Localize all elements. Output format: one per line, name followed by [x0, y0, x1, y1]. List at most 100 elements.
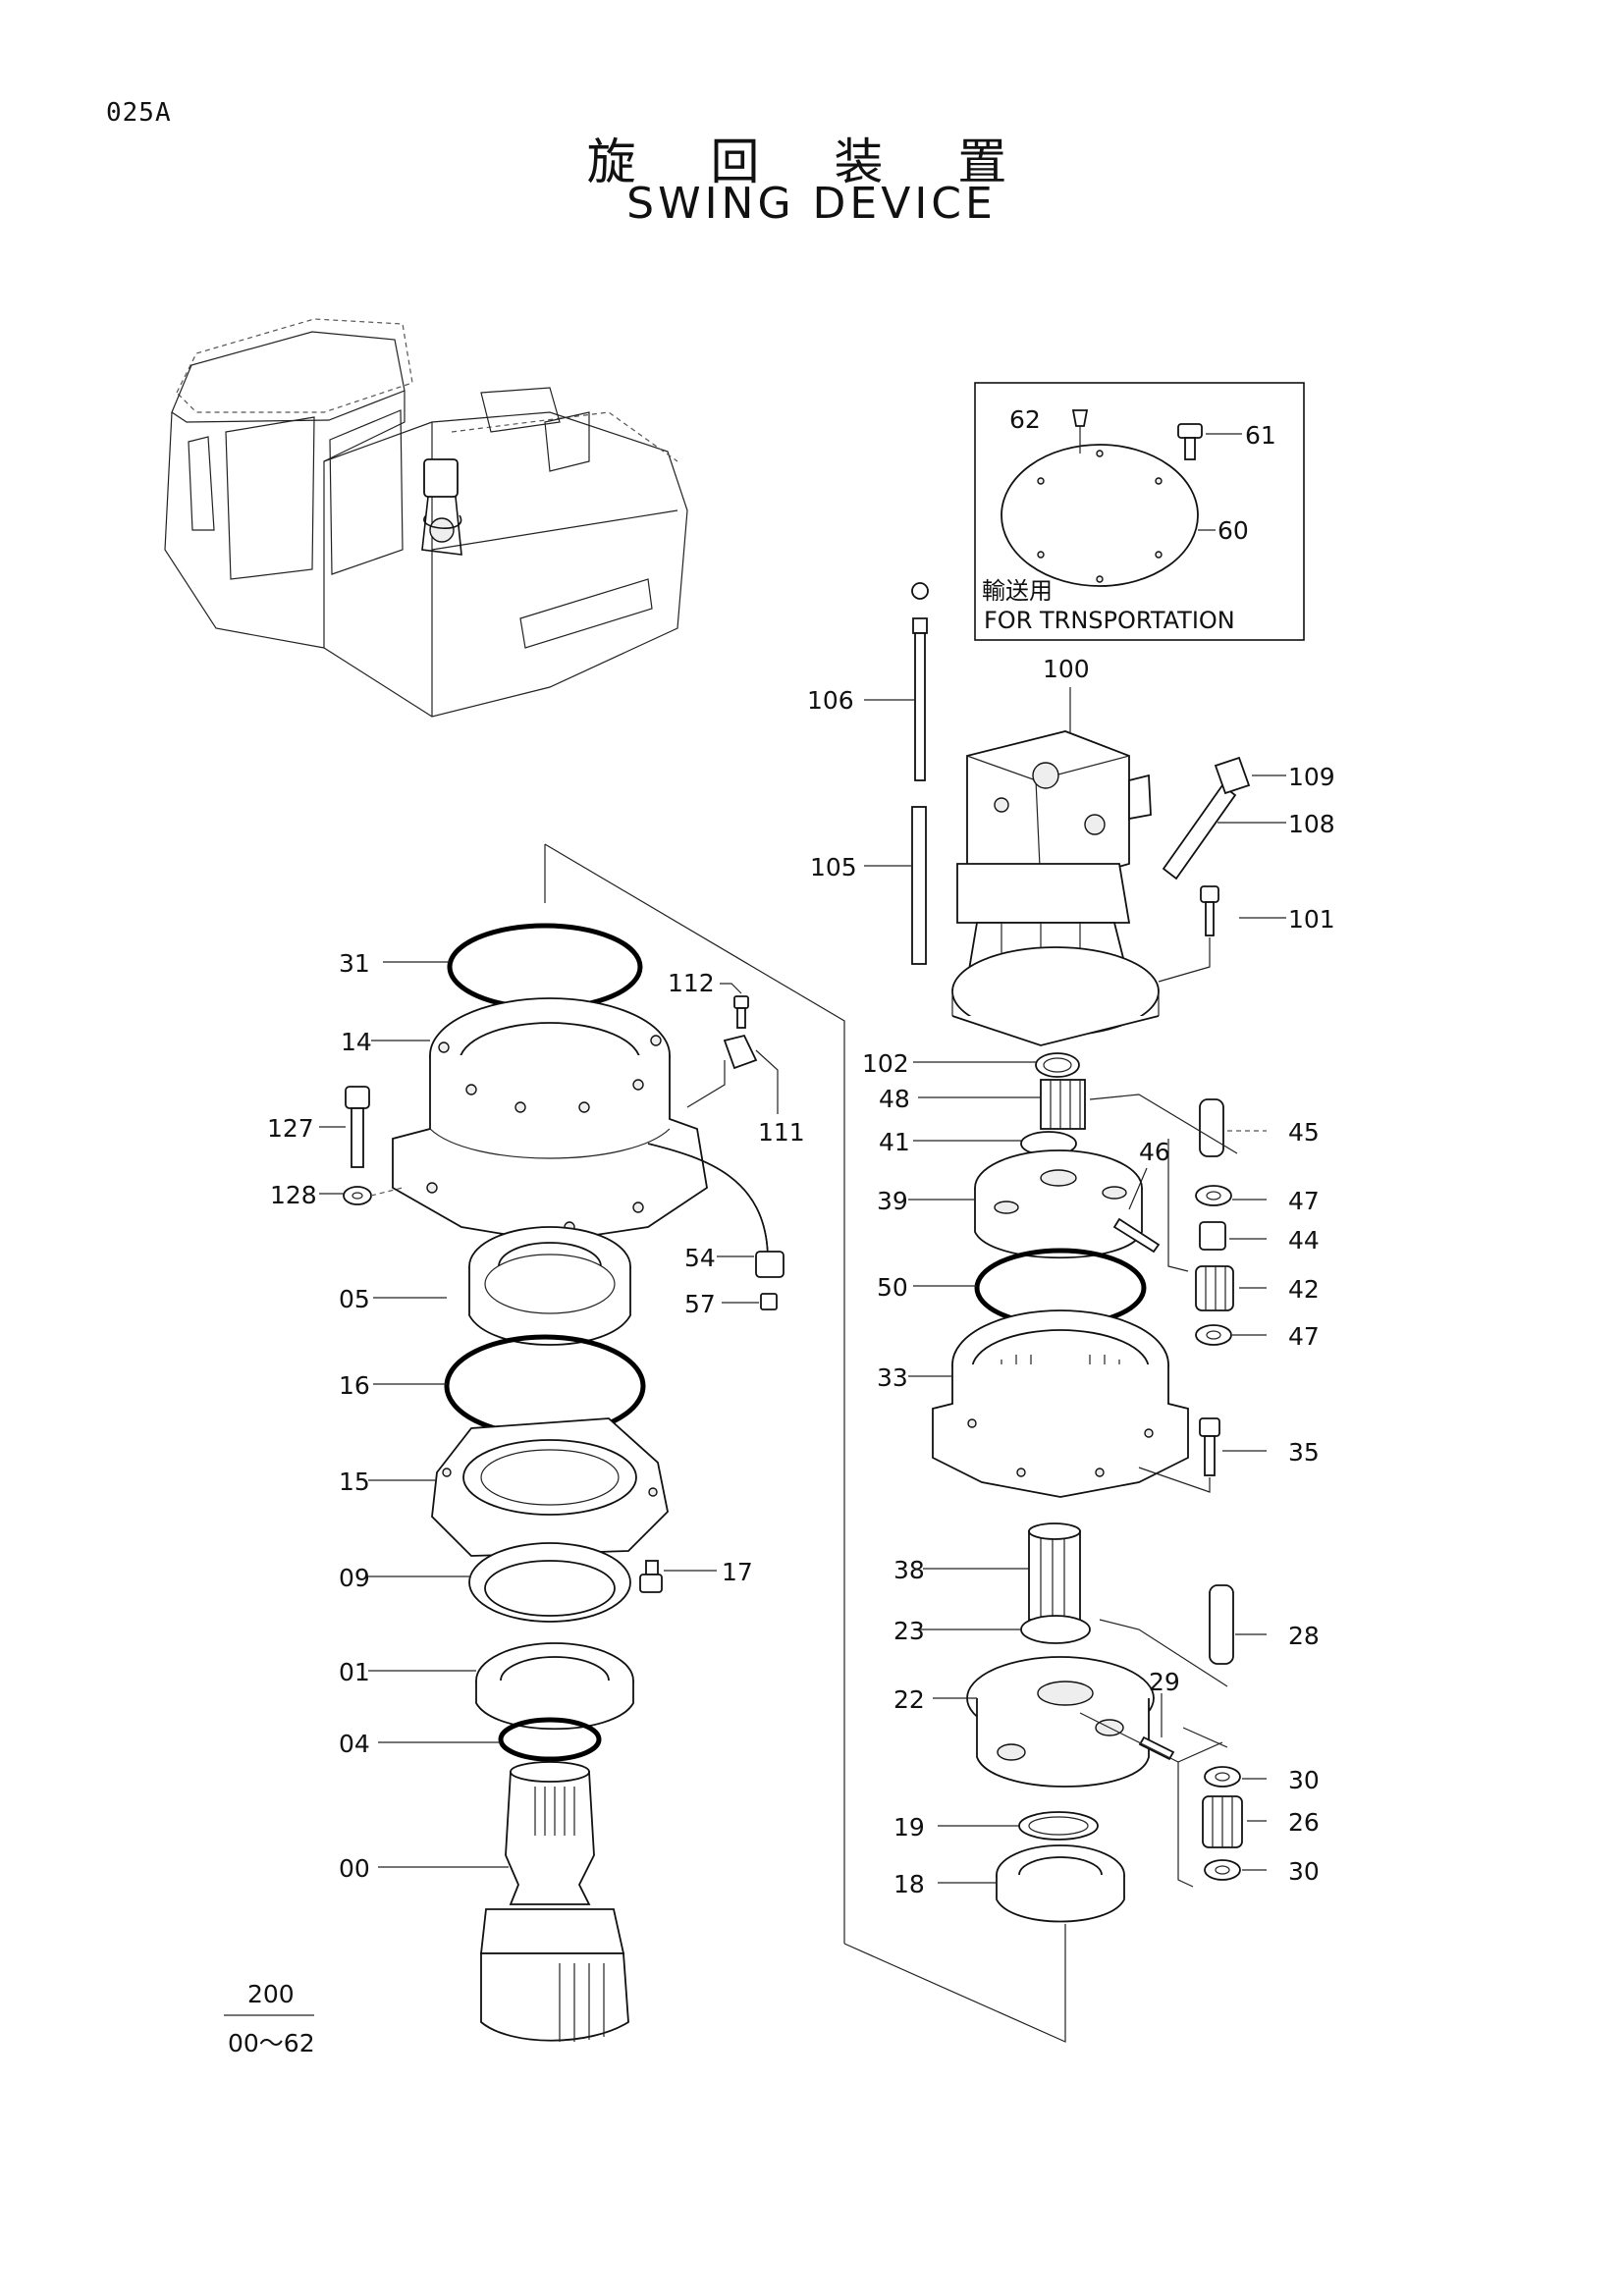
bolt-127 — [319, 1086, 370, 1168]
swing-device-location-marker — [421, 458, 462, 556]
pin-45 — [1199, 1098, 1267, 1157]
assembly-range: 00～62 — [228, 2029, 315, 2057]
bracket-111 — [686, 1034, 779, 1114]
thrust-washer-30-lower — [1204, 1859, 1267, 1881]
excavator-locator-illustration — [164, 318, 688, 718]
callout-04: 04 — [339, 1730, 370, 1758]
assembly-reference: 200 00～62 — [224, 1980, 315, 2057]
callout-30-lower: 30 — [1288, 1857, 1320, 1886]
carrier-22 — [933, 1656, 1155, 1788]
ring-gear-33 — [908, 1309, 1189, 1498]
callout-48: 48 — [879, 1085, 910, 1113]
carrier-39 — [908, 1149, 1143, 1259]
callout-46: 46 — [1139, 1138, 1170, 1166]
housing-14 — [371, 997, 708, 1243]
ring-102 — [1035, 1052, 1080, 1078]
thrust-washer-30-upper — [1204, 1766, 1267, 1788]
callout-23: 23 — [893, 1617, 925, 1645]
callout-105: 105 — [810, 853, 857, 881]
callout-45: 45 — [1288, 1118, 1320, 1147]
thrust-washer-47-upper — [1195, 1185, 1267, 1206]
bearing-01 — [368, 1642, 634, 1731]
callout-01: 01 — [339, 1658, 370, 1686]
callout-26: 26 — [1288, 1808, 1320, 1837]
callout-35: 35 — [1288, 1438, 1320, 1467]
callout-47-upper: 47 — [1288, 1187, 1320, 1215]
callout-41: 41 — [879, 1128, 910, 1156]
ring-04 — [498, 1717, 602, 1762]
planet-gear-42 — [1195, 1265, 1267, 1311]
pin-46 — [1112, 1167, 1161, 1254]
callout-111: 111 — [758, 1118, 805, 1147]
bolt-35 — [1138, 1417, 1267, 1493]
callout-05: 05 — [339, 1285, 370, 1313]
thrust-washer-47-lower — [1195, 1324, 1267, 1346]
callout-54: 54 — [684, 1244, 716, 1272]
callout-39: 39 — [877, 1187, 908, 1215]
callout-18: 18 — [893, 1870, 925, 1898]
plug-icon — [1071, 409, 1089, 454]
swing-motor-assembly — [951, 687, 1160, 1046]
transport-label: FOR TRNSPORTATION — [984, 607, 1235, 634]
bearing-18 — [938, 1844, 1125, 1923]
level-gauge — [864, 582, 929, 781]
callout-50: 50 — [877, 1273, 908, 1302]
callout-28: 28 — [1288, 1622, 1320, 1650]
callout-60: 60 — [1217, 516, 1249, 545]
callout-30-upper: 30 — [1288, 1766, 1320, 1794]
callout-19: 19 — [893, 1813, 925, 1842]
page-title: SWING DEVICE — [626, 179, 997, 229]
breather-pipe — [1162, 756, 1286, 881]
washer-128 — [319, 1186, 404, 1205]
callout-62: 62 — [1009, 405, 1041, 434]
pinion-shaft-00 — [378, 1761, 629, 2042]
bearing-05 — [373, 1226, 631, 1346]
bolt-icon — [1177, 423, 1242, 460]
cover-15 — [368, 1417, 669, 1557]
callout-29: 29 — [1149, 1668, 1180, 1696]
pin-28 — [1099, 1584, 1267, 1687]
assembly-number: 200 — [247, 1980, 295, 2008]
o-ring-31 — [447, 923, 643, 1011]
callout-33: 33 — [877, 1363, 908, 1392]
callout-47-lower: 47 — [1288, 1322, 1320, 1351]
callout-labels: 100 106 109 108 105 101 31 112 14 102 48… — [267, 655, 1335, 1898]
thrust-plate-23 — [913, 1615, 1091, 1644]
callout-38: 38 — [893, 1556, 925, 1584]
callout-127: 127 — [267, 1114, 314, 1143]
bolt-17 — [639, 1560, 717, 1593]
page-code: 025A — [106, 98, 172, 128]
right-parts-stack — [908, 1052, 1267, 1923]
o-ring-16 — [444, 1334, 646, 1438]
thrust-plate-41 — [913, 1131, 1077, 1156]
callout-101: 101 — [1288, 905, 1335, 934]
callout-16: 16 — [339, 1371, 370, 1400]
callout-15: 15 — [339, 1468, 370, 1496]
transport-label-japanese: 輸送用 — [982, 577, 1053, 605]
callout-44: 44 — [1288, 1226, 1320, 1255]
seal-09 — [368, 1542, 631, 1623]
transport-inset: 62 61 60 輸送用 FOR TRNSPORTATION — [974, 382, 1305, 641]
callout-31: 31 — [339, 949, 370, 978]
callout-22: 22 — [893, 1685, 925, 1714]
callout-112: 112 — [668, 969, 715, 997]
callout-109: 109 — [1288, 763, 1335, 791]
callout-106: 106 — [807, 686, 854, 715]
plug-112 — [720, 983, 749, 1029]
callout-108: 108 — [1288, 810, 1335, 838]
ring-19 — [938, 1811, 1099, 1841]
callout-57: 57 — [684, 1290, 716, 1318]
callout-42: 42 — [1288, 1275, 1320, 1304]
callout-100: 100 — [1043, 655, 1090, 683]
planet-gear-26 — [1202, 1795, 1267, 1848]
sun-gear-38 — [923, 1522, 1081, 1621]
pipe-54 — [647, 1143, 784, 1278]
callout-14: 14 — [341, 1028, 372, 1056]
level-gauge-pipe — [864, 806, 927, 965]
sun-gear-48 — [918, 1079, 1086, 1130]
callout-09: 09 — [339, 1564, 370, 1592]
callout-128: 128 — [270, 1181, 317, 1209]
left-parts-stack — [319, 923, 784, 2042]
assembly-frame-lines — [544, 843, 1066, 2043]
